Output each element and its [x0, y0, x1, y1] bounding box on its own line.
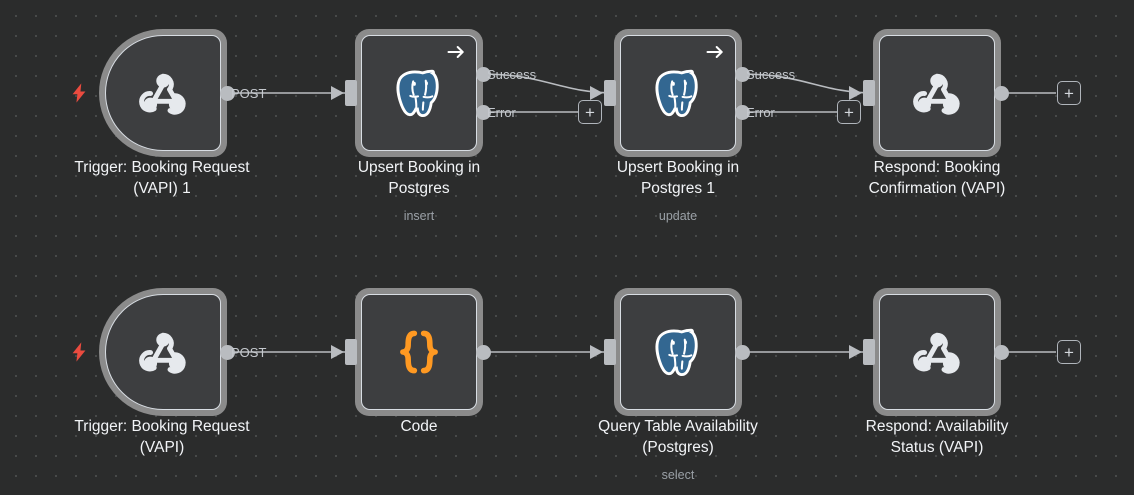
add-node-button[interactable]: +: [837, 100, 861, 124]
node-frame: [614, 288, 742, 416]
input-port[interactable]: [863, 339, 875, 365]
add-node-button[interactable]: +: [1057, 340, 1081, 364]
node-frame: [614, 29, 742, 157]
trigger-bolt-icon: [68, 80, 90, 106]
node-subtitle-upsert-booking-in-postgres: insert: [403, 209, 435, 223]
pinned-arrow-icon: [447, 46, 464, 58]
input-port[interactable]: [863, 80, 875, 106]
webhook-icon: [139, 73, 186, 115]
node-subtitle-query-table-availability: select: [661, 468, 695, 482]
code-braces-icon: [400, 330, 438, 374]
label-line: (VAPI): [139, 439, 185, 456]
pinned-arrow-icon: [706, 46, 723, 58]
add-node-button[interactable]: +: [1057, 81, 1081, 105]
node-subtitle-upsert-booking-in-postgres-1: update: [658, 209, 698, 223]
output-port[interactable]: [994, 345, 1009, 360]
node-body: [620, 294, 736, 410]
node-label-trigger-booking-request: Trigger: Booking Request (VAPI): [42, 416, 282, 458]
label-line: (Postgres): [642, 439, 714, 456]
output-port-success[interactable]: [476, 67, 491, 82]
node-frame: [873, 288, 1001, 416]
node-label-upsert-booking-in-postgres: Upsert Booking in Postgres: [299, 157, 539, 199]
label-line: Query Table Availability: [598, 418, 758, 435]
node-label-respond-availability-status: Respond: Availability Status (VAPI): [817, 416, 1057, 458]
postgres-icon: [396, 69, 439, 118]
output-port-post[interactable]: [220, 86, 235, 101]
input-arrow-icon: [590, 345, 603, 359]
label-line: Code: [400, 418, 438, 435]
node-body: [879, 35, 995, 151]
label-line: Respond: Availability: [865, 418, 1009, 435]
input-arrow-icon: [849, 345, 862, 359]
webhook-icon: [913, 73, 960, 115]
label-line: Respond: Booking: [873, 159, 1001, 176]
label-line: (VAPI) 1: [133, 180, 191, 197]
output-port-error[interactable]: [476, 105, 491, 120]
node-frame: [99, 288, 227, 416]
node-frame: [99, 29, 227, 157]
edge-label-error: Error: [746, 105, 775, 120]
edge-label-post: POST: [231, 86, 267, 101]
output-port[interactable]: [735, 345, 750, 360]
input-port[interactable]: [345, 339, 357, 365]
output-port-post[interactable]: [220, 345, 235, 360]
input-port[interactable]: [604, 339, 616, 365]
node-body: [361, 294, 477, 410]
node-body: [361, 35, 477, 151]
node-body: [620, 35, 736, 151]
input-port[interactable]: [345, 80, 357, 106]
label-line: Postgres 1: [640, 180, 716, 197]
label-line: Upsert Booking in: [357, 159, 481, 176]
edge-label-post: POST: [231, 345, 267, 360]
node-frame: [355, 288, 483, 416]
node-frame: [355, 29, 483, 157]
output-port-error[interactable]: [735, 105, 750, 120]
trigger-bolt-icon: [68, 339, 90, 365]
edge-label-error: Error: [487, 105, 516, 120]
postgres-icon: [655, 328, 698, 377]
input-arrow-icon: [590, 86, 603, 100]
input-arrow-icon: [331, 345, 344, 359]
input-port[interactable]: [604, 80, 616, 106]
node-frame: [873, 29, 1001, 157]
input-arrow-icon: [331, 86, 344, 100]
node-label-upsert-booking-in-postgres-1: Upsert Booking in Postgres 1: [558, 157, 798, 199]
node-label-query-table-availability: Query Table Availability (Postgres): [558, 416, 798, 458]
edge-label-success: Success: [487, 67, 537, 82]
node-body: [105, 35, 221, 151]
node-label-code: Code: [299, 416, 539, 437]
edge-label-success: Success: [746, 67, 796, 82]
add-node-button[interactable]: +: [578, 100, 602, 124]
input-arrow-icon: [849, 86, 862, 100]
webhook-icon: [139, 332, 186, 374]
label-line: Trigger: Booking Request: [74, 159, 250, 176]
output-port[interactable]: [994, 86, 1009, 101]
node-label-respond-booking-confirmation: Respond: Booking Confirmation (VAPI): [817, 157, 1057, 199]
postgres-icon: [655, 69, 698, 118]
output-port[interactable]: [476, 345, 491, 360]
label-line: Postgres: [388, 180, 450, 197]
label-line: Trigger: Booking Request: [74, 418, 250, 435]
node-body: [105, 294, 221, 410]
node-label-trigger-booking-request-1: Trigger: Booking Request (VAPI) 1: [42, 157, 282, 199]
label-line: Confirmation (VAPI): [868, 180, 1006, 197]
label-line: Upsert Booking in: [616, 159, 740, 176]
label-line: Status (VAPI): [890, 439, 984, 456]
output-port-success[interactable]: [735, 67, 750, 82]
node-body: [879, 294, 995, 410]
webhook-icon: [913, 332, 960, 374]
